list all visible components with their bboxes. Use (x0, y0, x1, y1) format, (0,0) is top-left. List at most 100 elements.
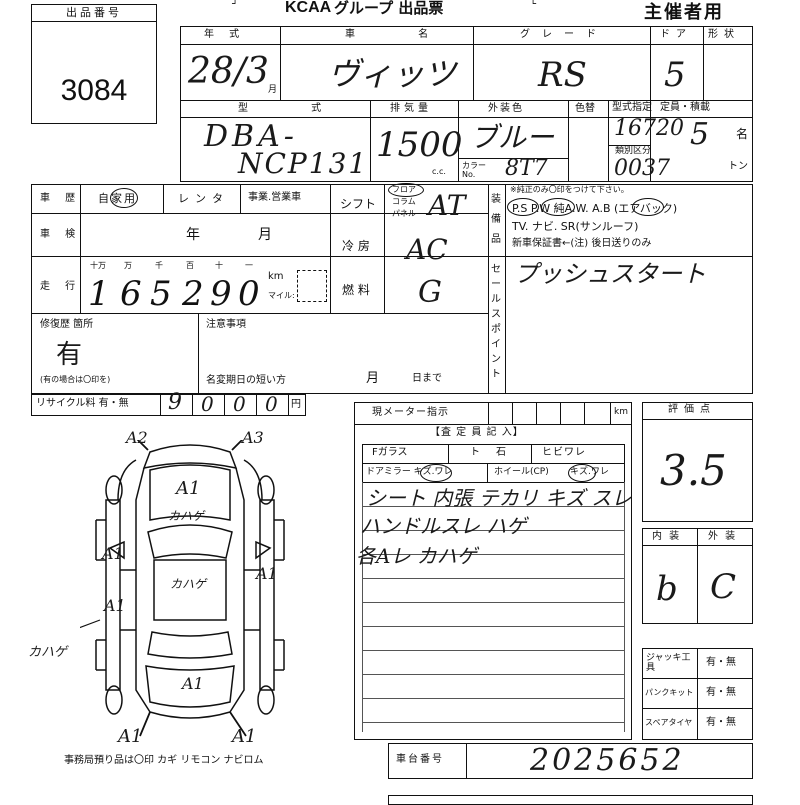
meter-table (354, 402, 632, 740)
mileage-digit: 2 (182, 274, 204, 314)
inspection-label: 車 検 (40, 229, 82, 240)
chassis-label: 車台番号 (396, 754, 444, 765)
repair-note: (有の場合は〇印を) (40, 375, 111, 384)
mile-box (297, 270, 327, 302)
history-label: 車 歴 (40, 193, 82, 204)
inspector-crack: ヒビワレ (542, 447, 586, 458)
yen-unit: 円 (291, 399, 301, 410)
interior-label: 内 装 (652, 531, 682, 542)
color-code-label: カラーNo. (462, 161, 486, 179)
inspector-fglass: Fガラス (372, 447, 408, 458)
shift-floor-circle (388, 183, 424, 197)
diagram-mark: A1 (232, 726, 257, 747)
inspector-door-mirror: ドアミラー キズ.ワレ (366, 467, 453, 477)
diagram-mark: A1 (182, 674, 204, 693)
mileage-digit: 5 (150, 274, 172, 314)
aircon-value: AC (406, 233, 448, 266)
spare-tire-label: スペアタイヤ (645, 718, 693, 727)
grade-value: RS (538, 55, 587, 95)
lot-number: 3084 (60, 74, 128, 107)
diagram-mark: A3 (242, 428, 264, 447)
recycle-digit: 0 (265, 392, 278, 416)
year-value: 28/3 (188, 51, 269, 92)
fuel-label: 燃 料 (342, 283, 370, 297)
title-logo: KCAA (285, 0, 332, 16)
jack-label: ジャッキ工 具 (646, 653, 691, 673)
name-label: 車 名 (345, 29, 459, 40)
mirror-circle (420, 464, 452, 482)
km-unit: km (268, 271, 284, 282)
shift-label: シフト (340, 197, 377, 211)
inspector-title: 【査 定 員 記 入】 (430, 427, 524, 438)
mileage-digit: 9 (210, 274, 232, 314)
mile-unit: マイル: (268, 291, 295, 300)
diagram-mark: A1 (256, 564, 278, 583)
notes-short-expiry: 名変期日の短い方 (206, 375, 286, 386)
inspector-to: ト (470, 447, 480, 458)
notes-month-unit: 月 (366, 371, 380, 386)
inspector-stone: 石 (496, 447, 506, 458)
meter-label: 現メーター指示 (372, 407, 449, 418)
mileage-label: 走 行 (40, 281, 82, 292)
color-change-label: 色替 (575, 103, 595, 114)
model-label: 型 式 (238, 103, 352, 114)
diagram-mark: A2 (126, 428, 148, 447)
recycle-row (31, 394, 306, 416)
color-code-value: 8T7 (505, 156, 548, 181)
grade-label: グレード (520, 29, 608, 40)
displacement-label: 排気量 (390, 103, 432, 114)
exterior-color-value: ブルー (470, 121, 555, 154)
equipment-ps-circle (507, 198, 539, 216)
inspector-note-1: シート 内張 テカリ キズ スレ (366, 486, 632, 510)
rating-label: 評価点 (668, 404, 716, 415)
meter-km-unit: km (614, 407, 628, 417)
category-label: 類別区分 (615, 146, 652, 156)
diagram-mark: A1 (104, 596, 126, 615)
notes-day-until: 日まで (412, 373, 442, 384)
puncture-kit-value: 有・無 (706, 687, 736, 698)
year-label: 年 式 (204, 29, 246, 40)
history-option-rental: レンタ (178, 192, 229, 205)
capacity-unit: 名 (736, 127, 749, 141)
sales-point-value: プッシュスタート (514, 260, 706, 288)
equipment-pw-circle (541, 198, 575, 216)
month-unit: 月 (268, 85, 278, 95)
diagram-mark: A1 (118, 726, 143, 747)
category-value: 0037 (614, 156, 670, 181)
mileage-digit: 1 (88, 274, 110, 314)
equipment-label: 装備品 (491, 194, 501, 245)
repair-label: 修復歴 箇所 (40, 319, 94, 330)
type-spec-label: 型式指定 (612, 102, 652, 113)
model-value-line1: DBA- (204, 119, 298, 154)
spare-tire-value: 有・無 (706, 717, 736, 728)
lot-number-box (31, 4, 157, 124)
mileage-digit: 0 (238, 274, 260, 314)
mileage-header-100: 百 (186, 261, 194, 270)
car-name-value: ヴィッツ (328, 55, 457, 93)
model-value-line2: NCP131 (238, 147, 369, 180)
mileage-header-1: 一 (245, 261, 253, 270)
inspector-note-2: ハンドルスレ ハゲ (360, 514, 527, 538)
vehicle-table (180, 26, 753, 182)
diagram-mark: A1 (102, 544, 124, 563)
car-damage-diagram (80, 440, 285, 737)
mileage-digit: 6 (120, 274, 142, 314)
equipment-line3: 新車保証書←(注) 後日送りのみ (512, 238, 652, 249)
puncture-kit-label: パンクキット (645, 688, 694, 697)
mileage-header-1k: 千 (155, 261, 163, 270)
equipment-ab-circle (632, 198, 664, 216)
recycle-digit: 0 (201, 392, 214, 416)
door-value: 5 (664, 55, 686, 95)
mileage-header-10: 十 (215, 261, 223, 270)
mileage-header-10k: 万 (124, 261, 132, 270)
exterior-color-label: 外装色 (488, 103, 524, 114)
recycle-digit: 0 (233, 392, 246, 416)
diagram-footer: 事務局預り品は〇印 カギ リモコン ナビロム (64, 755, 264, 766)
exterior-value: C (710, 567, 737, 607)
inspection-year-unit: 年 (186, 227, 200, 243)
capacity-label: 定員・積載 (660, 102, 710, 113)
chassis-box (388, 743, 753, 779)
shift-value: AT (428, 189, 466, 222)
shift-option-panel: パネル (392, 209, 416, 218)
equipment-note: ※純正のみ〇印をつけて下さい。 (510, 185, 629, 194)
